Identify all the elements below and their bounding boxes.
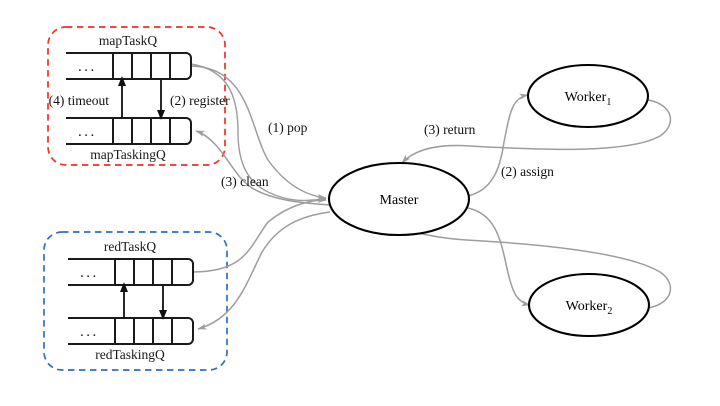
mapTaskingQ-ellipsis: ... [78,124,97,140]
edge-return-worker1 [401,99,672,164]
worker2-ellipse[interactable] [527,272,651,338]
node-master[interactable]: Master [327,161,471,237]
mapTaskQ-ellipsis: ... [78,59,97,75]
edge-pop-red [192,197,327,273]
red-register-arrowhead [159,310,167,320]
edge-assign-worker2 [467,207,531,307]
edge-assign-worker1 [467,93,529,197]
red-group-border [43,231,228,371]
redTaskingQ-label: redTaskingQ [95,347,165,362]
redTaskQ-label: redTaskQ [104,239,157,254]
node-worker1[interactable]: Worker1 [526,63,650,129]
mapTaskingQ-outline [66,117,192,145]
queue-mapTaskQ: ... [66,52,192,80]
redTaskQ-outline [68,258,194,286]
red-timeout-arrowhead [120,282,128,292]
redTaskQ-ellipsis: ... [80,265,99,281]
worker1-subscript: 1 [606,97,611,108]
map-group-border [47,26,226,166]
master-label: Master [380,193,419,208]
map-register-label: (2) register [170,93,230,108]
label-return: (3) return [424,122,476,137]
queue-redTaskingQ: ... [68,317,194,345]
worker2-subscript: 2 [607,306,612,317]
queue-redTaskQ: ... [68,258,194,286]
mapTaskingQ-label: mapTaskingQ [90,147,166,162]
mapTaskQ-label: mapTaskQ [99,33,158,48]
mapTaskQ-outline [66,52,192,80]
worker1-label-text: Worker [565,90,607,105]
map-timeout-arrowhead [118,76,126,86]
node-worker2[interactable]: Worker2 [527,272,651,338]
worker2-label-text: Worker [566,299,608,314]
map-register-arrowhead [157,110,165,120]
edge-map-loop [190,63,327,202]
worker1-label: Worker1 [565,90,612,108]
edge-return-worker2 [399,227,672,309]
map-timeout-label: (4) timeout [49,93,110,108]
redTaskingQ-ellipsis: ... [80,324,99,340]
redTaskingQ-outline [68,317,194,345]
label-assign: (2) assign [501,164,554,179]
label-pop: (1) pop [268,120,308,135]
edge-clean-red [197,211,331,330]
edge-pop-map [189,65,327,200]
label-clean: (3) clean [221,174,269,189]
queue-mapTaskingQ: ... [66,117,192,145]
worker2-label: Worker2 [566,299,613,317]
worker1-ellipse[interactable] [526,63,650,129]
master-ellipse[interactable] [327,161,471,237]
